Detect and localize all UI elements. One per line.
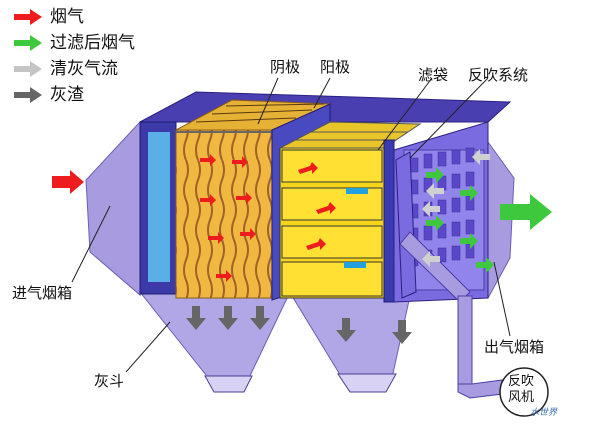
legend-label: 清灰气流 bbox=[50, 59, 118, 79]
bag-clip bbox=[346, 188, 368, 194]
label-inlet-box: 进气烟箱 bbox=[12, 284, 73, 302]
legend-label: 烟气 bbox=[50, 7, 84, 27]
pulse-air-arrows bbox=[422, 149, 490, 267]
cathode-wires bbox=[176, 130, 272, 298]
fan-duct bbox=[399, 231, 471, 303]
filtered-gas-arrow-outlet bbox=[500, 194, 552, 230]
gray-arrow-icon bbox=[14, 61, 42, 77]
blow-pipe bbox=[395, 151, 417, 299]
label-filter-bag: 滤袋 bbox=[418, 66, 449, 84]
leader-lines bbox=[71, 77, 511, 373]
legend-label: 过滤后烟气 bbox=[50, 33, 135, 53]
plate-line bbox=[211, 109, 313, 115]
hopper-right bbox=[291, 295, 411, 379]
hopper-left-outlet bbox=[204, 375, 253, 393]
legend-item-flue-gas: 烟气 bbox=[12, 4, 84, 30]
green-arrow-icon bbox=[14, 35, 42, 51]
label-fan: 反吹 风机 bbox=[508, 374, 535, 405]
legend-item-filtered-gas: 过滤后烟气 bbox=[12, 30, 135, 56]
label-ash-hopper: 灰斗 bbox=[94, 372, 125, 390]
label-pulse-system: 反吹系统 bbox=[468, 66, 529, 84]
legend-item-ash: 灰渣 bbox=[12, 82, 84, 108]
filtered-gas-arrows bbox=[426, 167, 494, 273]
inlet-box-shape bbox=[85, 120, 141, 297]
bag-rail bbox=[383, 139, 395, 303]
fan-duct-vertical bbox=[457, 295, 473, 385]
hopper-right-outlet bbox=[337, 373, 397, 393]
watermark: 水世界 bbox=[530, 408, 558, 418]
dark-arrow-icon bbox=[14, 87, 42, 103]
bag-row-4 bbox=[281, 261, 383, 297]
flue-gas-arrow-inlet bbox=[52, 170, 84, 194]
hopper-left bbox=[138, 291, 291, 381]
red-arrow-icon bbox=[14, 9, 42, 25]
legend-item-pulse-air: 清灰气流 bbox=[12, 56, 118, 82]
label-anode: 阳极 bbox=[320, 58, 351, 76]
label-outlet-box: 出气烟箱 bbox=[484, 338, 545, 356]
ash-arrows bbox=[186, 306, 412, 344]
plate-line bbox=[195, 117, 297, 123]
bag-clip bbox=[344, 262, 366, 268]
bag-row-3 bbox=[281, 225, 383, 259]
legend-label: 灰渣 bbox=[50, 85, 84, 105]
flue-gas-arrows bbox=[200, 154, 336, 282]
label-cathode: 阴极 bbox=[270, 58, 301, 76]
bag-row-1 bbox=[281, 149, 383, 183]
blower-fan bbox=[499, 367, 549, 417]
plate-line bbox=[225, 103, 325, 107]
housing-left-window bbox=[148, 132, 170, 282]
